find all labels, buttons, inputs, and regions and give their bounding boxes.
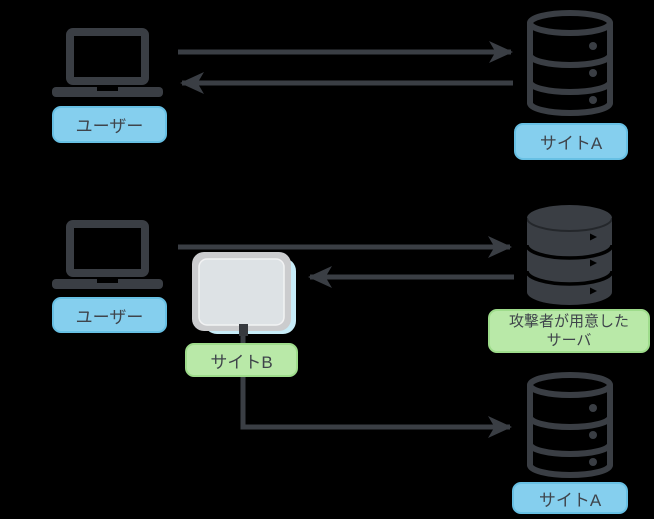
user-label: ユーザー	[52, 297, 167, 333]
attacker-server-label: 攻撃者が用意した サーバ	[488, 309, 650, 353]
site-a-label: サイトA	[512, 482, 628, 514]
laptop-icon	[52, 28, 163, 97]
database-solid-icon	[527, 205, 612, 305]
database-icon	[527, 372, 613, 478]
database-icon	[527, 10, 613, 116]
webpage-icon	[192, 252, 296, 336]
laptop-icon	[52, 220, 163, 289]
site-b-label: サイトB	[185, 343, 298, 377]
site-a-label: サイトA	[514, 123, 628, 160]
user-label: ユーザー	[52, 106, 167, 143]
